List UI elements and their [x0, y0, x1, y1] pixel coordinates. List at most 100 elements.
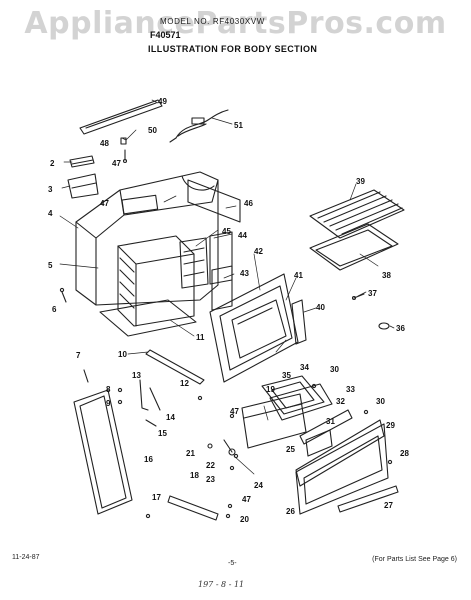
side-panel-43	[211, 265, 233, 311]
callout-27: 27	[384, 501, 393, 510]
callout-33: 33	[346, 385, 355, 394]
drawer-frame-26	[295, 423, 389, 515]
callout-13: 13	[132, 371, 141, 380]
callout-32: 32	[336, 397, 345, 406]
callout-40: 40	[316, 303, 325, 312]
callout-45: 45	[222, 227, 231, 236]
callout-7: 7	[76, 351, 81, 360]
broiler-pan	[309, 223, 399, 271]
part-number-callouts: 49 50 48 47 51 2 3 4 47 5 6 46 44 45 43 …	[48, 97, 409, 524]
screw-17	[145, 513, 151, 519]
screw-30-a	[311, 383, 317, 389]
door-gasket-40	[291, 299, 307, 345]
callout-29: 29	[386, 421, 395, 430]
oven-liner	[99, 235, 197, 337]
screw-20	[225, 513, 231, 519]
footer-date: 11-24-87	[12, 554, 40, 561]
bracket-24	[223, 439, 236, 456]
callout-16: 16	[144, 455, 153, 464]
screw-23	[229, 465, 235, 471]
callout-11: 11	[196, 333, 205, 342]
callout-3: 3	[48, 185, 53, 194]
watermark: AppliancePartsPros.com	[24, 6, 447, 41]
callout-24: 24	[254, 481, 263, 490]
footer-page-number: -5-	[228, 560, 237, 567]
callout-6: 6	[52, 305, 57, 314]
rail-10	[145, 349, 205, 385]
callout-4: 4	[48, 209, 53, 218]
callout-18: 18	[190, 471, 199, 480]
model-line: MODEL NO. RF4030XVW	[160, 17, 265, 26]
callout-50: 50	[148, 126, 157, 135]
screw-28	[387, 459, 393, 465]
callout-48: 48	[100, 139, 109, 148]
spring-15	[145, 419, 157, 427]
door-frame-42	[209, 273, 299, 383]
footer-parts-list-note: (For Parts List See Page 6)	[372, 556, 457, 563]
callout-19: 19	[266, 385, 275, 394]
screw-37	[351, 293, 365, 301]
bracket-7	[83, 369, 89, 383]
callout-42: 42	[254, 247, 263, 256]
callout-47-bottom: 47	[242, 495, 251, 504]
hinge-13	[139, 379, 149, 411]
trim-27	[337, 485, 399, 513]
callout-30-a: 30	[330, 365, 339, 374]
callout-21: 21	[186, 449, 195, 458]
callout-17: 17	[152, 493, 161, 502]
callout-23: 23	[206, 475, 215, 484]
callout-30-b: 30	[376, 397, 385, 406]
drawer-panel-31	[305, 429, 333, 457]
callout-47-mid: 47	[230, 407, 239, 416]
callout-41: 41	[294, 271, 303, 280]
callout-20: 20	[240, 515, 249, 524]
callout-10: 10	[118, 350, 127, 359]
drawer-panel-29	[295, 419, 385, 487]
screw-8	[117, 387, 123, 393]
screw-47-low	[229, 413, 235, 419]
callout-35: 35	[282, 371, 291, 380]
callout-43: 43	[240, 269, 249, 278]
hinge-14	[149, 387, 161, 411]
callout-47-left: 47	[100, 199, 109, 208]
screw-47-top	[122, 149, 128, 164]
screw-6	[59, 287, 67, 303]
trim-strip-2	[69, 155, 95, 168]
callout-34: 34	[300, 363, 309, 372]
screw-47-bottom	[227, 503, 233, 509]
callout-12: 12	[180, 379, 189, 388]
top-vent-trim	[79, 99, 163, 135]
range-body-cabinet	[75, 171, 219, 306]
handwritten-note: 197 - 8 - 11	[198, 580, 245, 589]
callout-5: 5	[48, 261, 53, 270]
callout-44: 44	[238, 231, 247, 240]
drawer-front-33	[299, 409, 353, 445]
callout-37: 37	[368, 289, 377, 298]
callout-31: 31	[326, 417, 335, 426]
callout-9: 9	[106, 399, 111, 408]
callout-22: 22	[206, 461, 215, 470]
callout-49: 49	[158, 97, 167, 106]
callout-38: 38	[382, 271, 391, 280]
side-panel-16	[73, 389, 133, 515]
screw-9	[117, 399, 123, 405]
drawer-19	[241, 393, 307, 449]
drawing-code: F40571	[150, 30, 181, 40]
door-glass-41	[231, 299, 287, 359]
callout-15: 15	[158, 429, 167, 438]
page-title: ILLUSTRATION FOR BODY SECTION	[148, 44, 318, 54]
callout-2: 2	[50, 159, 55, 168]
clip-48	[120, 137, 127, 145]
rear-panel-46	[187, 179, 241, 223]
callout-51: 51	[234, 121, 243, 130]
callout-26: 26	[286, 507, 295, 516]
callout-28: 28	[400, 449, 409, 458]
oven-rack	[309, 189, 405, 239]
callout-46: 46	[244, 199, 253, 208]
drawer-tray-34	[261, 375, 325, 415]
rod-18	[167, 495, 219, 521]
grommet-36	[378, 322, 390, 330]
callout-14: 14	[166, 413, 175, 422]
callout-25: 25	[286, 445, 295, 454]
